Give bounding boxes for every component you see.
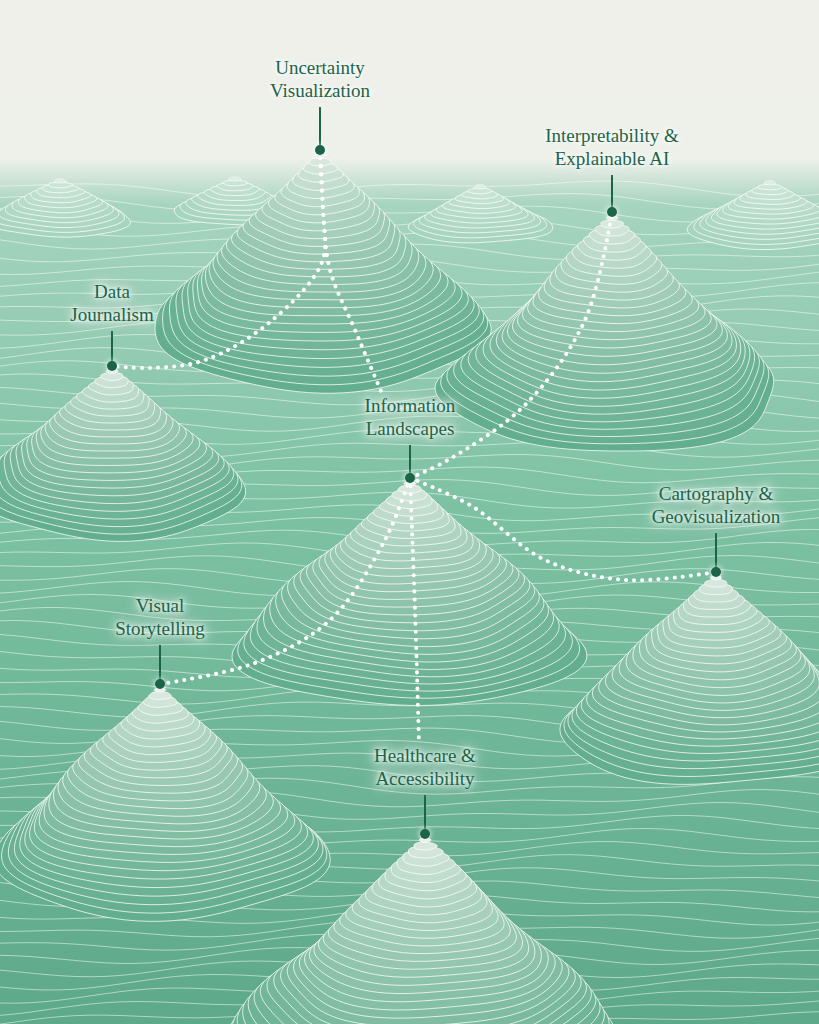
leader-line	[424, 795, 426, 831]
peak-node: Healthcare & Accessibility	[363, 745, 488, 839]
peak-contour	[601, 220, 624, 228]
contour-waves	[0, 181, 819, 1024]
peak-dot	[405, 473, 415, 483]
leader-line	[409, 445, 411, 475]
dotted-connector	[160, 478, 410, 684]
peak-dot	[155, 679, 165, 689]
contour-line	[0, 181, 819, 198]
peak-dot	[315, 145, 325, 155]
dotted-connector	[112, 150, 325, 368]
peak-label: Uncertainty Visualization	[245, 57, 395, 103]
peak-dot	[711, 567, 721, 577]
peak-contour	[704, 579, 726, 587]
leader-line	[319, 107, 321, 147]
peak-tip	[765, 180, 776, 185]
peak-node: Interpretability & Explainable AI	[517, 125, 707, 217]
peak-tip	[475, 184, 486, 189]
dotted-connector	[320, 150, 382, 393]
peak-node: Uncertainty Visualization	[245, 57, 395, 155]
peak	[155, 149, 491, 393]
peak-contour	[149, 692, 172, 700]
peak-label: Interpretability & Explainable AI	[517, 125, 707, 171]
peak-node: Cartography & Geovisualization	[641, 483, 791, 577]
peak	[232, 477, 587, 705]
peak-contour	[414, 842, 437, 850]
peak-label: Visual Storytelling	[100, 595, 220, 641]
leader-line	[715, 533, 717, 569]
peak-node: Visual Storytelling	[100, 595, 220, 689]
peak-dot	[420, 829, 430, 839]
leader-line	[111, 331, 113, 363]
peak-dot	[607, 207, 617, 217]
peak	[408, 184, 552, 243]
leader-line	[159, 645, 161, 681]
peak	[0, 365, 246, 541]
peak-label: Cartography & Geovisualization	[641, 483, 791, 529]
peak	[0, 178, 130, 237]
peak	[0, 683, 330, 921]
peak-node: Information Landscapes	[348, 395, 473, 483]
dotted-connector	[410, 478, 419, 743]
leader-line	[611, 175, 613, 209]
peak	[226, 833, 621, 1024]
peaks	[0, 149, 819, 1024]
contour-line	[0, 194, 819, 211]
peak-label: Data Journalism	[57, 281, 167, 327]
peak-node: Data Journalism	[57, 281, 167, 371]
peak	[687, 180, 819, 250]
peak-dot	[107, 361, 117, 371]
peak-tip	[55, 178, 66, 183]
peak-label: Information Landscapes	[348, 395, 473, 441]
peak	[560, 571, 819, 784]
peak-label: Healthcare & Accessibility	[363, 745, 488, 791]
peak-tip	[230, 176, 241, 181]
